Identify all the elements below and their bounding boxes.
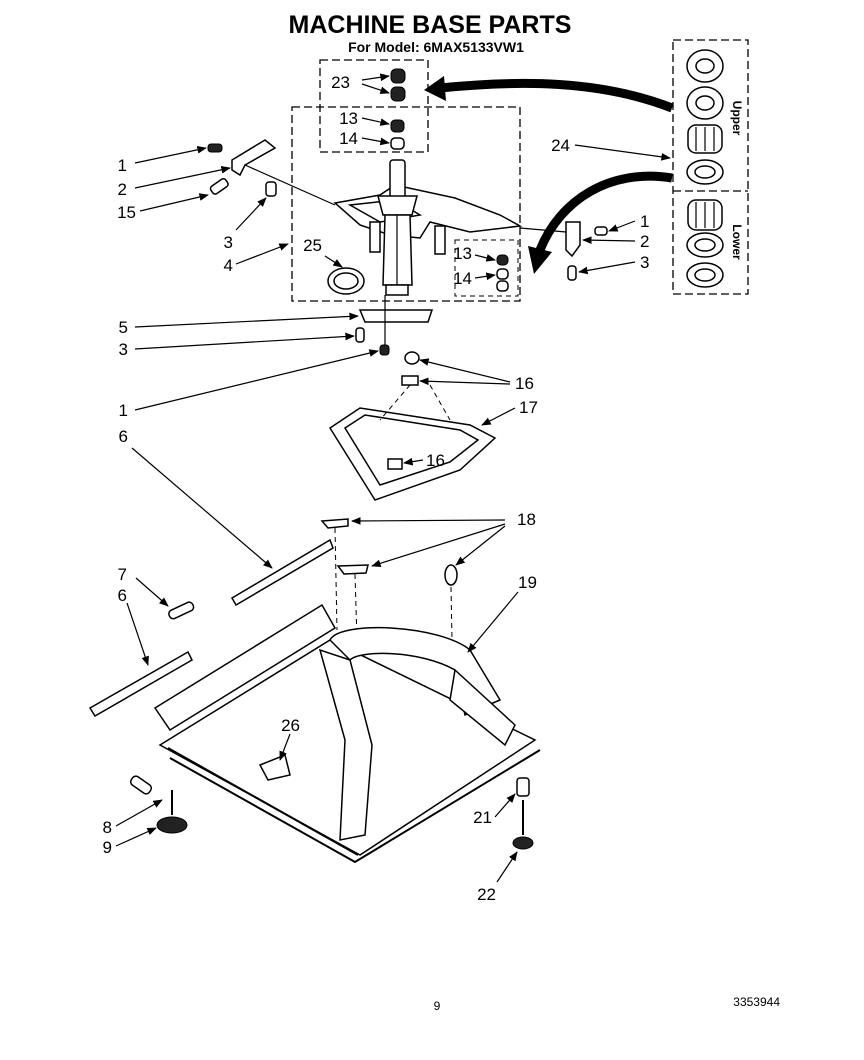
callout-25: 25 [303,236,322,255]
callout-22: 22 [477,885,496,904]
rail-6-lower [88,650,193,718]
left-bracket-parts [207,139,277,197]
bearing-13 [390,119,405,133]
callout-labels: 23 13 14 24 1 2 15 3 4 25 13 14 1 2 3 5 … [103,73,650,904]
callout-26: 26 [281,716,300,735]
callout-13-lower: 13 [453,244,472,263]
callout-7: 7 [118,565,127,584]
callout-13: 13 [339,109,358,128]
callout-21: 21 [473,808,492,827]
page-number: 9 [434,999,441,1013]
callout-4: 4 [224,256,233,275]
pad-18-c [444,564,458,586]
pad-16-low [387,458,403,470]
bearing-kit-box [672,39,749,295]
upper-label: Upper [730,101,744,136]
base-frame-19 [153,603,541,864]
part-5-arm [358,309,434,323]
callout-6-lower: 6 [118,586,127,605]
bearing-23-upper [390,68,406,84]
callout-16: 16 [515,374,534,393]
callout-15: 15 [117,203,136,222]
callout-16-low: 16 [426,451,445,470]
upper-arrow-head [424,76,446,101]
pad-16-top [404,351,420,365]
part-3-spring [355,327,365,343]
transmission-assembly [333,159,523,296]
callout-17: 17 [519,398,538,417]
rail-6-upper [230,538,334,607]
part-8 [129,775,153,795]
callout-5: 5 [119,318,128,337]
upper-arrow-shaft [439,78,674,113]
callout-14-lower: 14 [453,269,472,288]
lower-arrow-shaft [535,171,673,252]
bearing-box-upper-detail [319,59,429,153]
bearing-ring-inner [695,95,715,111]
model-subtitle: For Model: 6MAX5133VW1 [348,39,524,55]
part-7 [168,601,195,620]
right-bracket-parts [565,221,608,281]
callout-23: 23 [331,73,350,92]
callout-3: 3 [224,233,233,252]
pad-18-a [320,518,349,529]
lower-bearings-group [686,199,724,288]
bearing-box-lower-detail [454,239,519,297]
transmission-box [291,106,521,302]
callout-3-right: 3 [640,253,649,272]
callout-3-mid: 3 [119,340,128,359]
bracket-guide-line [244,164,336,206]
lower-arrow-head [528,246,552,274]
callout-2: 2 [118,180,127,199]
callout-1-right: 1 [640,212,649,231]
callout-19: 19 [518,573,537,592]
foot-9 [156,816,188,834]
bearing-23-lower [390,86,406,102]
callout-1-mid: 1 [119,401,128,420]
bearing-13-lower [496,254,509,266]
callout-14: 14 [339,129,358,148]
bearing-ring-inner [695,58,715,74]
part-21 [516,777,530,797]
upper-bearings-group [686,49,724,185]
callout-18: 18 [517,510,536,529]
leader-lines [115,73,671,883]
pad-16-mid [401,375,419,386]
callout-2-right: 2 [640,232,649,251]
bearing-ring-inner [694,165,716,179]
document-number: 3353944 [733,995,780,1009]
part-1-bolt [379,344,390,356]
page-title: MACHINE BASE PARTS [289,11,572,39]
callout-9: 9 [103,838,112,857]
callout-1: 1 [118,156,127,175]
foot-22 [512,836,534,850]
bearing-14-lower-a [496,268,509,280]
callout-24: 24 [551,136,570,155]
bearing-14 [390,137,405,150]
callout-8: 8 [103,818,112,837]
clip-26 [258,753,291,781]
pad-18-b [336,564,369,575]
callout-6: 6 [119,427,128,446]
bearing-14-lower-b [496,280,509,292]
bearing-ring-inner [694,238,716,252]
lower-label: Lower [730,224,744,260]
bearing-ring-inner [694,268,716,282]
